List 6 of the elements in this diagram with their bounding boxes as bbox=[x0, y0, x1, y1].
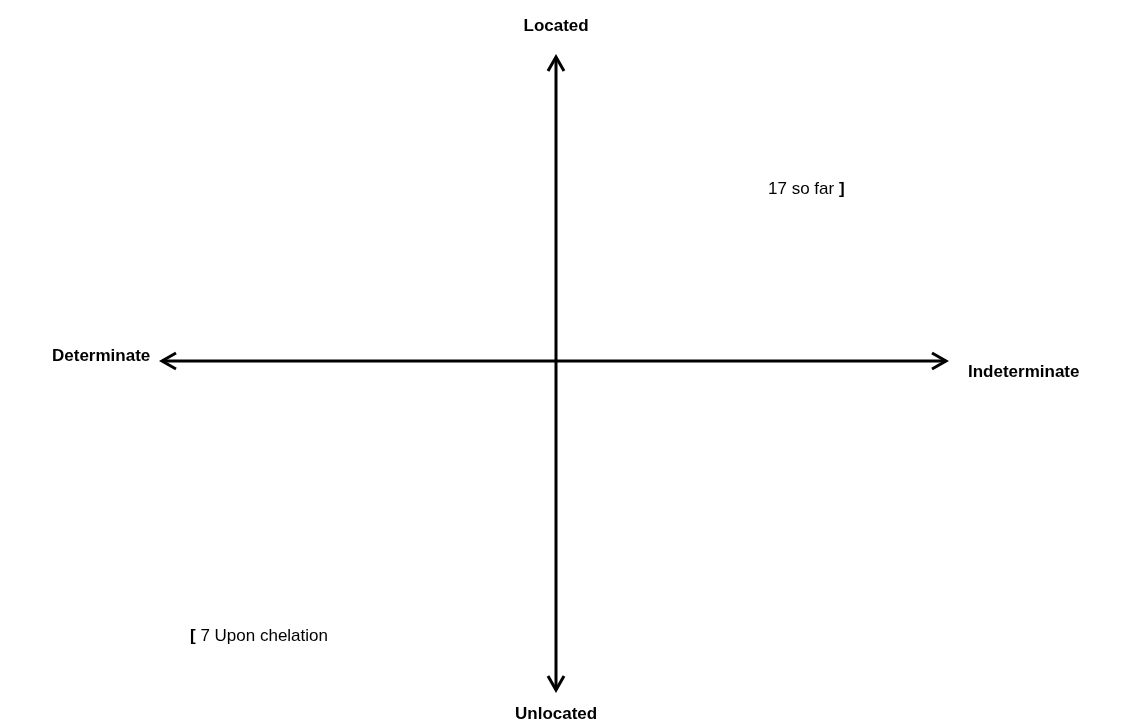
axis-label: Located bbox=[523, 16, 589, 36]
annotation: [ 7 Upon chelation bbox=[190, 626, 328, 646]
axis-label: Indeterminate bbox=[968, 362, 1080, 382]
axis-label: Unlocated bbox=[515, 704, 598, 722]
annotation: 17 so far ] bbox=[768, 179, 845, 199]
axis-label: Determinate bbox=[52, 346, 151, 366]
